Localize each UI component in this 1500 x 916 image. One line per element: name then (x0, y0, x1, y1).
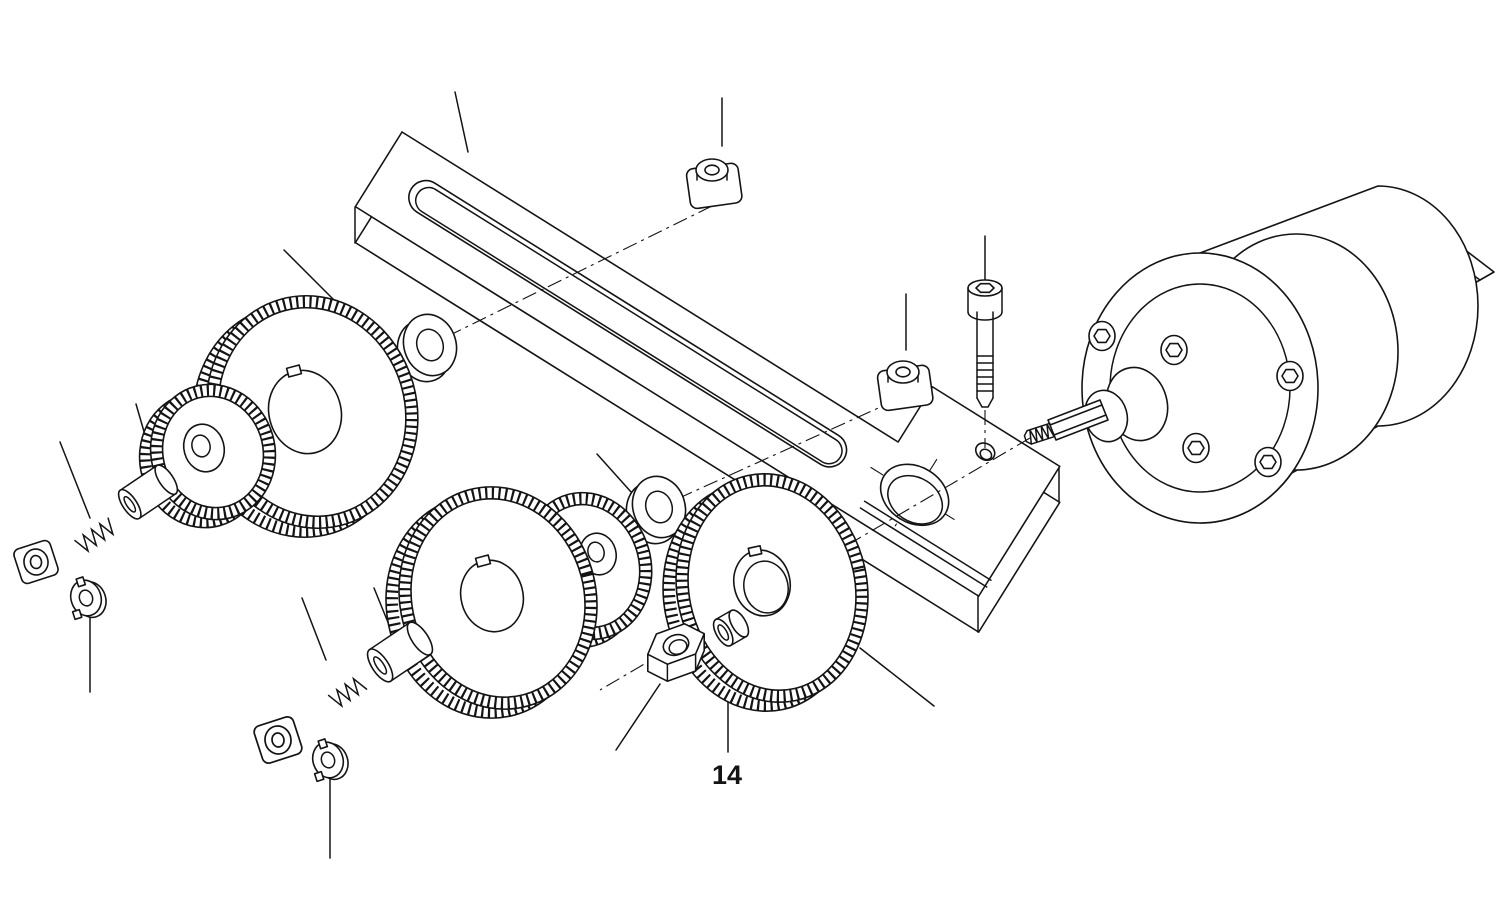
square-nut-1 (10, 537, 62, 587)
leader-line (615, 683, 661, 751)
threaded-stud-1 (74, 517, 115, 554)
center-lines (435, 205, 1031, 691)
pinion-bore (191, 434, 211, 458)
quadrant-arm (354, 76, 1061, 633)
gear-teeth (151, 384, 275, 520)
square-nut-2 (250, 713, 306, 767)
center-line (435, 205, 713, 343)
gear-teeth (676, 473, 868, 703)
screw-thread (976, 355, 994, 392)
leader-line (301, 597, 327, 661)
keyway (747, 545, 763, 557)
leader-line (59, 441, 91, 519)
cap-screw (967, 279, 1003, 408)
slotted-clip-1 (62, 571, 112, 625)
gear-teeth (398, 486, 598, 710)
gear-teeth (522, 493, 652, 639)
gear-large-middle (385, 486, 598, 719)
spacer-bushing-14 (712, 609, 750, 647)
washer-1 (396, 313, 458, 383)
arm-slot-depth (414, 186, 843, 465)
clamp-screw-hole-depth (979, 448, 993, 461)
hex-socket-screw (1088, 320, 1116, 352)
leader-line (859, 647, 935, 707)
pinion-bore (587, 541, 605, 563)
square-flange-nut-2 (875, 360, 935, 413)
arm-pivot-hole (879, 463, 950, 527)
label-14: 14 (712, 760, 742, 790)
threaded-stud-2 (327, 676, 368, 708)
clamp-slit (859, 500, 992, 588)
hex-socket (975, 282, 995, 294)
hex-nut-14 (646, 622, 706, 682)
shaft-spacer-2 (366, 621, 434, 683)
center-line (665, 399, 897, 505)
slotted-clip-2 (304, 733, 354, 787)
keyway (474, 554, 492, 568)
motor-gearbox (1023, 185, 1495, 524)
hex-socket-screw (1182, 432, 1210, 464)
leader-line (283, 249, 343, 309)
shaft-flat (1047, 399, 1109, 441)
hex-socket-screw (1254, 446, 1282, 478)
gear-bore-depth (743, 560, 789, 614)
shaft-thread (1023, 422, 1055, 445)
square-flange-nut-1 (684, 158, 744, 211)
motor-output-shaft (1023, 366, 1169, 445)
pinion-hub (182, 423, 226, 473)
arm-slot (408, 179, 848, 468)
hex-socket-screw (1160, 334, 1188, 366)
keyway (285, 364, 303, 378)
leader-line (454, 91, 469, 153)
gear-teeth (206, 295, 418, 529)
shaft-spacer-1 (117, 464, 179, 520)
arm-pivot-hole-depth (887, 474, 944, 525)
hex-socket-screw (1276, 360, 1304, 392)
